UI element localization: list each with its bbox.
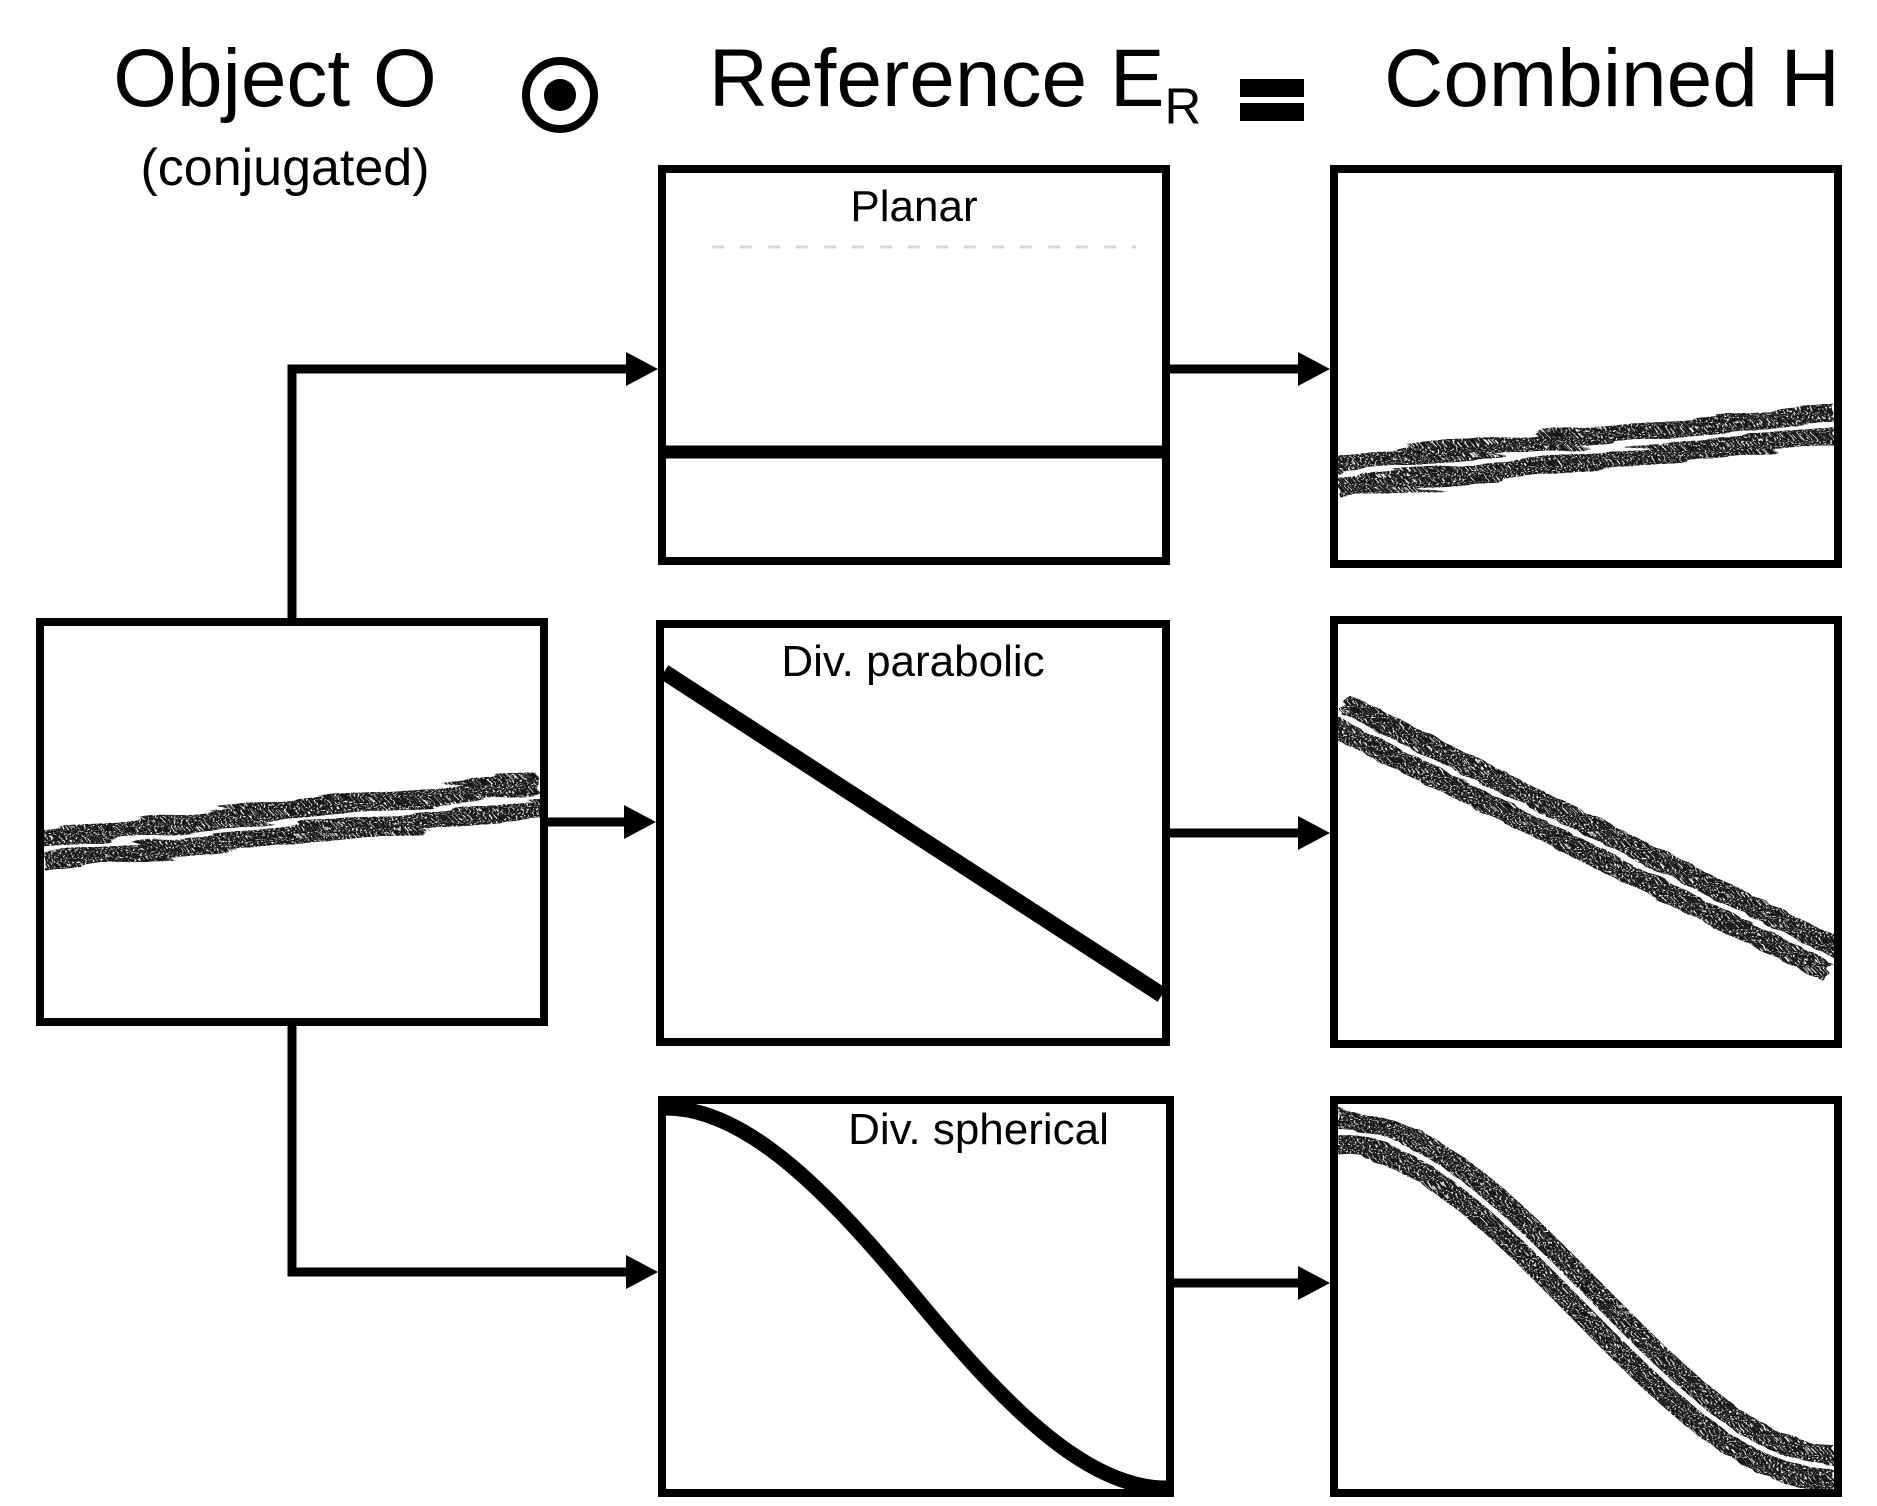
- combined-parabolic-plot: [1338, 694, 1834, 982]
- reference-planar-plot: [666, 245, 1162, 459]
- arrowhead-icon: [626, 352, 658, 386]
- reference-subscript-text: R: [1164, 77, 1202, 135]
- odot-center-dot: [544, 79, 576, 111]
- header-object-label: Object O: [75, 33, 475, 124]
- arrowhead-icon: [624, 805, 656, 839]
- combined-planar-panel: [1330, 165, 1842, 568]
- combined-planar-band: [1338, 402, 1834, 498]
- reference-label-text: Reference E: [708, 33, 1165, 124]
- panel-title: Planar: [850, 182, 978, 231]
- arrowhead-icon: [626, 1255, 658, 1289]
- spherical-phase-curve: [666, 1104, 1166, 1489]
- combined-parabolic-band: [1338, 694, 1834, 982]
- reference-spherical-panel: Div. spherical: [658, 1096, 1174, 1497]
- header-reference-label: Reference ER: [700, 33, 1210, 131]
- combined-spherical-panel: [1330, 1096, 1842, 1497]
- object-noisy-band: [44, 774, 540, 872]
- reference-spherical-plot: [666, 1104, 1166, 1489]
- parabolic-phase-line: [664, 665, 1162, 1002]
- panel-title: Div. spherical: [848, 1105, 1109, 1154]
- combined-spherical-plot: [1338, 1109, 1834, 1489]
- arrowhead-icon: [1298, 352, 1330, 386]
- combined-label-text: Combined H: [1384, 33, 1840, 124]
- odot-multiplication-icon: [522, 57, 598, 133]
- equals-bar-bottom: [1240, 103, 1304, 121]
- combined-spherical-band: [1338, 1109, 1834, 1489]
- object-label-text: Object O: [113, 33, 437, 124]
- combined-planar-plot: [1338, 402, 1834, 498]
- arrowhead-icon: [1298, 1266, 1330, 1300]
- reference-parabolic-panel: Div. parabolic: [656, 620, 1170, 1046]
- reference-parabolic-plot: [664, 665, 1162, 1002]
- object-phase-panel: [36, 618, 548, 1026]
- object-phase-plot: [44, 774, 540, 872]
- panel-title: Div. parabolic: [781, 637, 1045, 686]
- equals-bar-top: [1240, 79, 1304, 97]
- route-object-to-spherical: [287, 1023, 630, 1277]
- reference-planar-panel: Planar: [658, 165, 1170, 565]
- equals-icon: [1240, 79, 1304, 121]
- arrowhead-icon: [1298, 816, 1330, 850]
- route-object-to-planar: [287, 364, 630, 620]
- object-note-text: (conjugated): [140, 139, 430, 197]
- header-combined-label: Combined H: [1362, 33, 1862, 124]
- combined-parabolic-panel: [1330, 616, 1842, 1048]
- header-object-note: (conjugated): [85, 138, 485, 198]
